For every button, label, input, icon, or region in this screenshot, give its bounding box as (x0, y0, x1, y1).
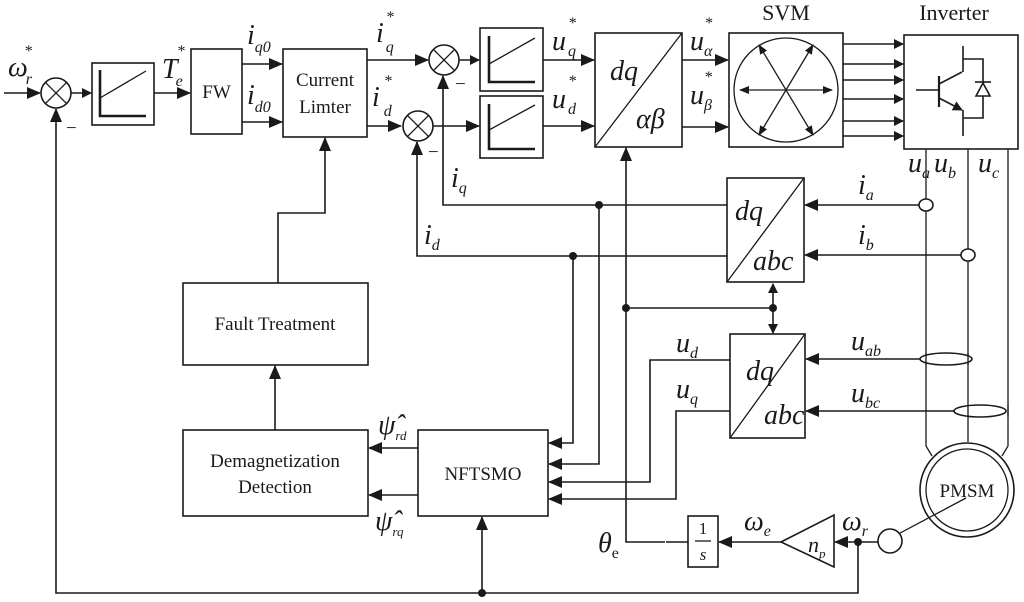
id-label: id (424, 220, 441, 254)
ua-label: ua (908, 148, 930, 182)
iq-feedback-wiring (437, 75, 727, 470)
speed-summing-junction: − (40, 77, 77, 139)
inverse-park-bottom-label: αβ (636, 104, 665, 135)
speed-reference-input: ωr* (4, 43, 41, 99)
ud-label: ud (676, 328, 699, 362)
pwm-signals (843, 39, 904, 141)
voltage-sensor-bc (953, 404, 1007, 418)
demag-label-2: Detection (238, 477, 312, 498)
pmsm-motor: PMSM (886, 442, 1015, 541)
ubc-label: ubc (851, 378, 880, 412)
speed-feedback-wiring (50, 108, 859, 597)
inverter-title: Inverter (919, 0, 989, 25)
ia-label: ia (858, 170, 874, 204)
current-sensor-a (918, 198, 934, 212)
id-feedback-wiring (411, 141, 727, 449)
uab-label: uab (851, 326, 881, 360)
ualpha-ref-label: uα* (690, 15, 713, 60)
current-park-bottom-label: abc (753, 246, 794, 277)
te-ref-label: Te* (162, 43, 185, 90)
speed-minus-sign: − (66, 118, 77, 139)
current-limiter-block: Current Limter (282, 48, 368, 138)
omega-r-ref-label: ωr* (8, 43, 33, 88)
uc-label: uc (978, 148, 999, 182)
speed-pi-controller (91, 62, 155, 126)
current-sensor-b (960, 248, 976, 262)
inverse-park-transform-block: dq αβ (594, 32, 683, 148)
current-limiter-label-1: Current (296, 70, 355, 91)
iq-summing-junction: − (428, 44, 466, 95)
theta-e-label: θe (598, 528, 619, 562)
omega-r-label: ωr (842, 506, 869, 540)
fault-treatment-block: Fault Treatment (182, 282, 369, 366)
id0-label: id0 (247, 80, 271, 116)
integrator-block: 1 s (687, 515, 719, 568)
id-pi-controller (479, 95, 544, 159)
current-park-top-label: dq (735, 196, 763, 227)
voltage-park-top-label: dq (746, 356, 774, 387)
integrator-num: 1 (699, 519, 708, 538)
speed-encoder (877, 528, 903, 554)
iq-pi-controller (479, 27, 544, 92)
integrator-den: s (700, 545, 707, 564)
pole-pairs-gain-block: np (779, 513, 835, 569)
fw-label: FW (202, 82, 231, 103)
id-summing-junction: − (402, 110, 439, 163)
voltage-sensor-ab (919, 352, 973, 366)
voltage-park-bottom-label: abc (764, 400, 805, 431)
ub-label: ub (934, 148, 956, 182)
gain-label: np (808, 532, 826, 561)
demag-label-1: Demagnetization (210, 451, 340, 472)
voltage-park-transform-block: dq abc (729, 333, 806, 439)
ib-label: ib (858, 220, 874, 254)
pmsm-label: PMSM (940, 481, 995, 502)
demagnetization-detection-block: Demagnetization Detection (182, 429, 369, 517)
iq-minus-sign: − (455, 74, 466, 95)
svm-title: SVM (762, 0, 810, 25)
fault-to-limiter-wiring (277, 137, 331, 283)
current-limiter-label-2: Limter (299, 97, 351, 118)
uq-wiring (548, 410, 730, 505)
uq-label: uq (676, 374, 698, 408)
nftsmo-label: NFTSMO (444, 464, 521, 485)
inverter-block (903, 34, 1019, 150)
ubeta-ref-label: uβ* (690, 69, 712, 114)
current-park-transform-block: dq abc (726, 177, 805, 283)
nftsmo-block: NFTSMO (417, 429, 549, 517)
iq-label: iq (451, 163, 467, 197)
ud-wiring (548, 359, 730, 488)
fw-block: FW (190, 48, 243, 135)
fault-treatment-label: Fault Treatment (215, 314, 337, 335)
psi-rq-label: ψ̂rq (375, 506, 404, 539)
inverse-park-top-label: dq (610, 56, 638, 87)
svm-block (728, 32, 844, 148)
theta-e-wiring (620, 147, 778, 543)
omega-e-label: ωe (744, 506, 771, 540)
psi-rd-label: ψ̂rd (378, 410, 407, 443)
iq0-label: iq0 (247, 20, 271, 56)
phase-lines (925, 149, 1009, 457)
id-minus-sign: − (428, 142, 439, 163)
